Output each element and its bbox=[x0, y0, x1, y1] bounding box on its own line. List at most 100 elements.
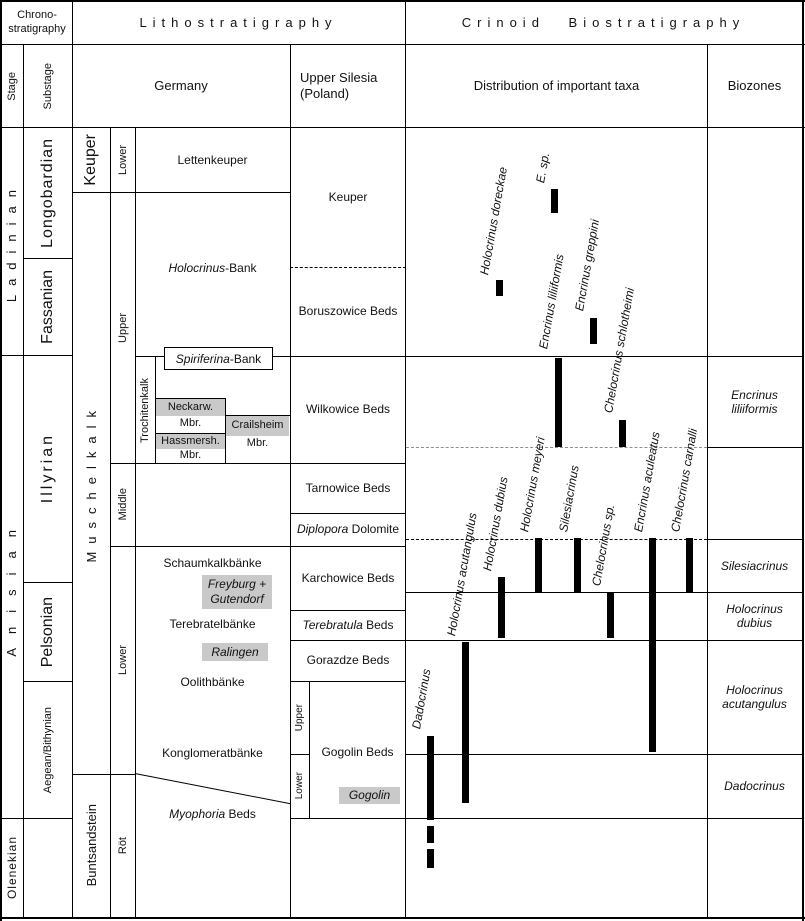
silesia-tarnowice-beds: Tarnowice Beds bbox=[305, 480, 391, 495]
silesia-gorazdze-beds: Gorazdze Beds bbox=[306, 653, 390, 667]
formation-schaumkalkbaenke: Schaumkalkbänke bbox=[163, 555, 262, 570]
grid-line-h-23 bbox=[0, 818, 72, 819]
substage-header: Substage bbox=[41, 62, 54, 110]
grid-line-v-6 bbox=[225, 398, 226, 463]
grid-line-h-11 bbox=[110, 463, 406, 464]
member-crailsheim-mbr: Mbr. bbox=[246, 437, 269, 450]
taxon-label-holocrinus-acutangulus: Holocrinus acutangulus bbox=[444, 511, 480, 637]
grid-line-h-27 bbox=[707, 447, 802, 448]
grid-line-v-9 bbox=[405, 0, 406, 917]
freyburg-gutendorf-box: Freyburg + Gutendorf bbox=[202, 575, 272, 609]
grid-line-h-24 bbox=[290, 818, 802, 819]
silesia-karchowice-beds: Karchowice Beds bbox=[301, 570, 395, 585]
range-bar-holocrinus-dubius bbox=[498, 577, 505, 638]
grid-line-h-1 bbox=[0, 44, 805, 45]
grid-line-h-20 bbox=[290, 754, 309, 755]
grid-line-h-13 bbox=[110, 546, 406, 547]
stage-olenekian: Olenekian bbox=[4, 835, 19, 900]
grid-line-h-9 bbox=[225, 415, 290, 416]
grid-line-h-2 bbox=[0, 127, 805, 128]
upper-silesia-header: Upper Silesia (Poland) bbox=[300, 69, 378, 101]
formation-terebratelbaenke: Terebratelbänke bbox=[169, 616, 256, 631]
taxon-label-dadocrinus: Dadocrinus bbox=[409, 667, 434, 730]
taxon-label-chelocrinus-sp: Chelocrinus sp. bbox=[589, 503, 618, 587]
taxon-label-chelocrinus-schlotheimi: Chelocrinus schlotheimi bbox=[601, 286, 638, 414]
subdivision-lower-muschelkalk: Lower bbox=[116, 645, 129, 675]
gogolin-lower: Lower bbox=[294, 772, 305, 800]
spiriferina-bank-box: Spiriferina-Bank bbox=[164, 347, 273, 370]
formation-lettenkeuper: Lettenkeuper bbox=[177, 152, 248, 167]
range-bar-encrinus-greppini bbox=[590, 318, 597, 344]
grid-line-h-3 bbox=[72, 192, 290, 193]
grid-line-v-5 bbox=[155, 356, 156, 463]
grid-line-v-2 bbox=[72, 0, 73, 917]
grid-line-h-16 bbox=[290, 610, 406, 611]
grid-line-h-12 bbox=[290, 513, 406, 514]
biozone-dadocrinus: Dadocrinus bbox=[724, 779, 785, 793]
grid-line-h-0 bbox=[0, 0, 805, 2]
grid-line-h-19 bbox=[290, 681, 406, 682]
chrono-stratigraphy-header: Chrono- stratigraphy bbox=[8, 9, 66, 35]
biozone-silesiacrinus: Silesiacrinus bbox=[720, 558, 789, 573]
grid-line-h-14 bbox=[23, 582, 72, 583]
range-bar-dash-dadocrinus-1 bbox=[427, 849, 434, 868]
range-bar-encrinus-aculeatus bbox=[649, 538, 656, 752]
grid-line-v-1 bbox=[23, 44, 24, 917]
grid-line-h-8 bbox=[155, 398, 225, 399]
group-keuper: Keuper bbox=[82, 134, 99, 186]
silesia-gogolin-beds: Gogolin Beds bbox=[321, 744, 394, 759]
grid-line-v-7 bbox=[290, 44, 291, 917]
grid-line-h-26 bbox=[406, 447, 707, 448]
ralingen-box: Ralingen bbox=[202, 643, 268, 661]
member-hassmersh: Hassmersh. bbox=[156, 434, 225, 449]
range-bar-dadocrinus bbox=[427, 736, 434, 820]
grid-line-h-18 bbox=[23, 681, 72, 682]
silesia-terebratula-beds: Terebratula Beds bbox=[302, 617, 394, 632]
taxon-label-holocrinus-dubius: Holocrinus dubius bbox=[480, 475, 511, 572]
subdivision-middle-muschelkalk: Middle bbox=[116, 488, 129, 521]
silesia-boruszowice-beds: Boruszowice Beds bbox=[298, 304, 398, 318]
formation-holocrinus-bank: Holocrinus-Bank bbox=[168, 260, 257, 275]
substage-pelsonian: Pelsonian bbox=[38, 596, 56, 668]
biozones-header: Biozones bbox=[727, 77, 782, 93]
silesia-keuper: Keuper bbox=[328, 190, 368, 204]
substage-fassanian: Fassanian bbox=[38, 269, 56, 344]
taxon-label-holocrinus-meyeri: Holocrinus meyeri bbox=[517, 435, 548, 533]
subdivision-upper-muschelkalk: Upper bbox=[116, 312, 129, 343]
grid-line-h-6 bbox=[0, 355, 72, 356]
range-bar-holocrinus-acutangulus bbox=[462, 642, 469, 803]
formation-trochitenkalk: Trochitenkalk bbox=[139, 377, 151, 443]
range-bar-chelocrinus-carnalli bbox=[686, 538, 693, 592]
silesia-diplopora-dolomite: Diplopora Dolomite bbox=[296, 522, 400, 536]
grid-line-h-5 bbox=[290, 267, 406, 268]
grid-line-h-7 bbox=[135, 356, 802, 357]
grid-line-h-4 bbox=[23, 258, 72, 259]
gogolin-box: Gogolin bbox=[339, 787, 400, 804]
group-buntsandstein: Buntsandstein bbox=[83, 804, 99, 887]
gogolin-upper: Upper bbox=[294, 703, 305, 732]
stage-ladinian: Ladinian bbox=[4, 180, 19, 303]
subdivision-lower-keuper: Lower bbox=[116, 145, 129, 175]
substage-aegean-bithynian: Aegean/Bithynian bbox=[41, 706, 54, 794]
group-muschelkalk: Muschelkalk bbox=[83, 403, 99, 563]
range-bar-chelocrinus-schlotheimi bbox=[619, 420, 626, 447]
member-neckarw: Neckarw. bbox=[156, 399, 225, 416]
grid-line-h-21 bbox=[406, 754, 802, 755]
grid-line-h-15 bbox=[406, 592, 802, 593]
stage-header: Stage bbox=[5, 71, 18, 101]
grid-line-v-11 bbox=[802, 0, 804, 921]
subdivision-roet: Röt bbox=[116, 836, 129, 855]
formation-konglomeratbaenke: Konglomeratbänke bbox=[162, 745, 263, 760]
substage-longobardian: Longobardian bbox=[38, 138, 56, 248]
biozone-encrinus-liliiformis: Encrinus liliiformis bbox=[731, 387, 778, 416]
lithostratigraphy-header: Lithostratigraphy bbox=[139, 14, 338, 30]
grid-line-v-10 bbox=[707, 44, 708, 917]
biozone-holocrinus-acutangulus: Holocrinus acutangulus bbox=[722, 683, 787, 711]
grid-line-v-8 bbox=[309, 681, 310, 818]
range-bar-e-sp bbox=[551, 189, 558, 213]
taxon-label-encrinus-liliiformis: Encrinus liliiformis bbox=[536, 252, 567, 350]
grid-line-v-0 bbox=[0, 0, 2, 921]
grid-line-h-10 bbox=[155, 433, 225, 434]
grid-line-h-25 bbox=[0, 917, 805, 919]
